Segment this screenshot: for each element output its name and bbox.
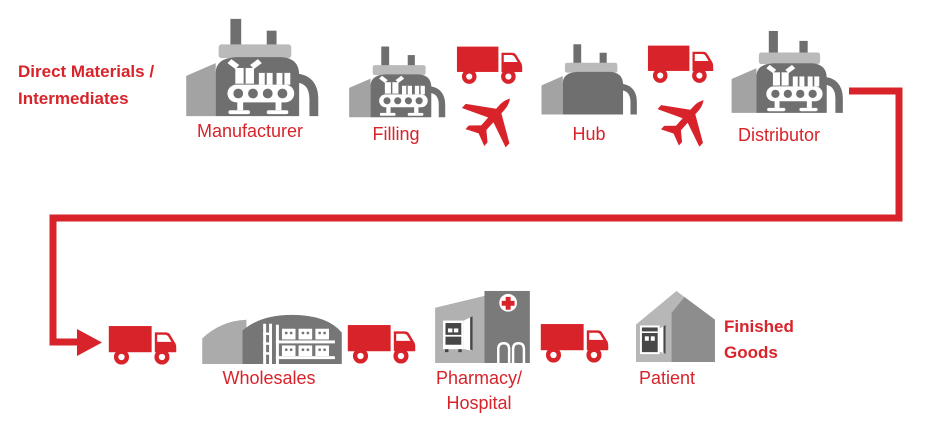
finished-goods-line2: Goods [724,343,778,362]
direct-materials-line2: Intermediates [18,89,129,108]
hub-label: Hub [572,124,606,144]
pharmacy-hospital-label: Pharmacy/ Hospital [389,366,569,416]
filling-label: Filling [372,124,420,144]
factory-conveyor-icon [729,26,845,117]
truck-icon [647,41,718,84]
factory-conveyor-icon [183,13,321,121]
factory-conveyor-icon [347,42,447,121]
truck-icon [108,321,181,366]
manufacturer-label: Manufacturer [196,121,304,141]
wholesales-label: Wholesales [222,368,316,388]
pharmacy-label-line2: Hospital [446,393,512,413]
pharmacy-label-line1: Pharmacy/ [435,368,523,388]
direct-materials-line1: Direct Materials / [18,62,155,81]
truck-icon [540,319,613,364]
finished-goods-label: Finished Goods [724,314,794,366]
factory-plain-icon [538,40,640,118]
house-icon [628,287,719,362]
finished-goods-line1: Finished [724,317,794,336]
truck-icon [347,320,420,365]
direct-materials-label: Direct Materials / Intermediates [18,58,154,112]
distributor-label: Distributor [737,125,821,145]
hospital-building-icon [428,288,535,363]
truck-icon [456,42,527,85]
warehouse-icon [199,308,345,365]
patient-label: Patient [638,368,696,388]
